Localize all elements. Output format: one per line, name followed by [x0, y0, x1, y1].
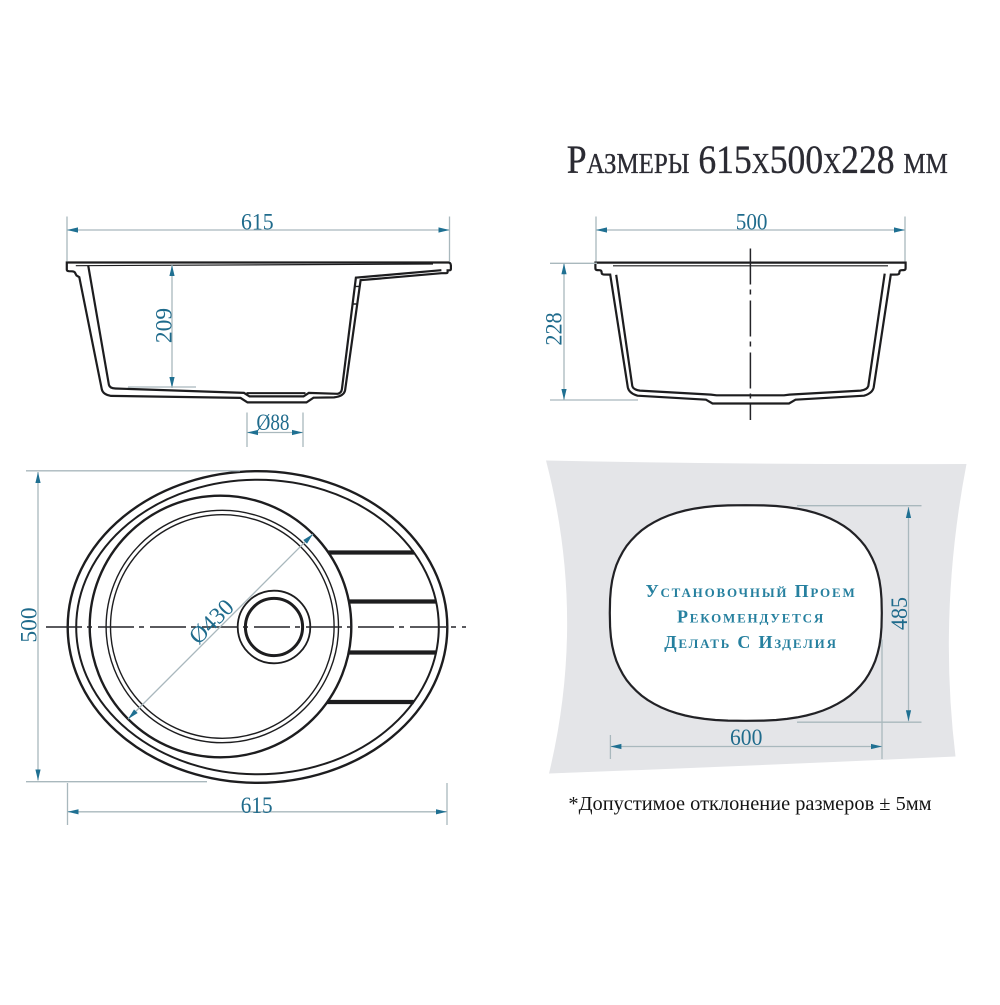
svg-text:Делать С Изделия: Делать С Изделия: [664, 632, 838, 652]
svg-text:Установочный Проем: Установочный Проем: [645, 581, 856, 601]
svg-text:228: 228: [542, 312, 568, 345]
svg-text:Ø430: Ø430: [184, 594, 239, 649]
svg-text:615: 615: [241, 793, 273, 819]
svg-text:500: 500: [17, 607, 43, 642]
svg-text:*Допустимое отклонение размеро: *Допустимое отклонение размеров ± 5мм: [568, 793, 931, 815]
svg-text:Рекомендуется: Рекомендуется: [677, 607, 825, 627]
svg-text:Ø88: Ø88: [257, 410, 290, 436]
svg-text:Размеры 615х500х228 мм: Размеры 615х500х228 мм: [567, 137, 948, 182]
svg-text:209: 209: [151, 308, 177, 343]
svg-text:500: 500: [736, 209, 768, 235]
svg-text:615: 615: [241, 209, 274, 235]
svg-text:600: 600: [730, 725, 762, 751]
svg-text:485: 485: [887, 597, 913, 630]
